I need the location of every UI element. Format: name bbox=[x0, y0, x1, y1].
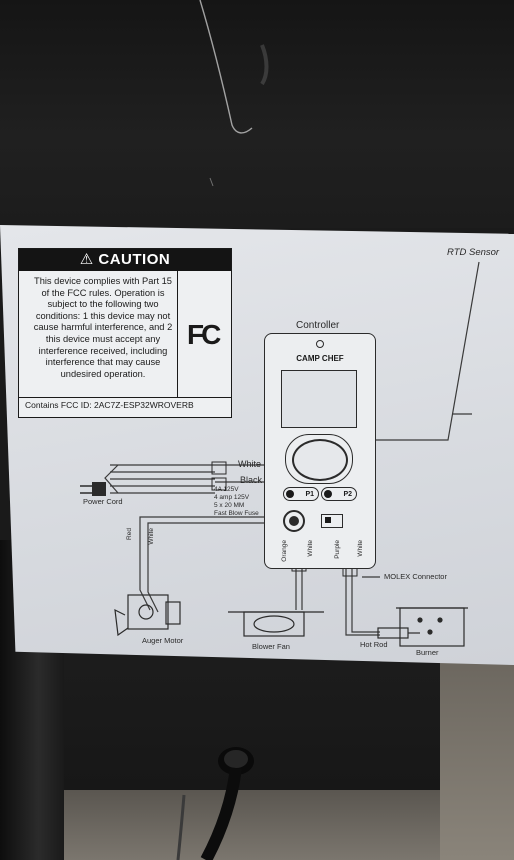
burner-icon bbox=[396, 607, 468, 647]
blower-fan-label: Blower Fan bbox=[252, 642, 290, 651]
caution-rule bbox=[19, 397, 231, 398]
caution-header: ⚠ CAUTION bbox=[19, 249, 231, 271]
fuse-spec: 4A 125V 4 amp 125V 5 x 20 MM Fast Blow F… bbox=[214, 486, 259, 517]
rtd-probe-wire bbox=[370, 261, 480, 441]
probe-port-2: P2 bbox=[321, 487, 357, 501]
fuse-holder bbox=[283, 510, 305, 532]
hot-rod-icon bbox=[377, 627, 420, 639]
controller-led bbox=[316, 340, 324, 348]
caution-heading: CAUTION bbox=[98, 251, 171, 268]
power-cord-bundle bbox=[110, 464, 215, 494]
controller-screen bbox=[281, 370, 357, 428]
controller-title: Controller bbox=[296, 320, 340, 331]
power-cord-photo bbox=[176, 747, 254, 860]
white-wire-label: White bbox=[238, 459, 262, 469]
power-cord-end bbox=[104, 464, 119, 494]
purple-wire-label: Purple bbox=[334, 540, 341, 559]
caution-box: ⚠ CAUTION This device complies with Part… bbox=[18, 248, 232, 418]
power-plug-icon bbox=[92, 482, 106, 496]
auger-motor-label: Auger Motor bbox=[142, 636, 184, 645]
molex-label: MOLEX Connector bbox=[384, 572, 447, 581]
warning-triangle-icon: ⚠ bbox=[79, 251, 94, 268]
fcc-compliance-text: This device complies with Part 15 of the… bbox=[33, 276, 173, 379]
auger-motor-icon bbox=[114, 594, 181, 637]
fcc-logo: FC bbox=[187, 319, 221, 350]
blower-fan-icon bbox=[228, 611, 324, 637]
panel-scratch-marks bbox=[199, 0, 269, 187]
orange-wire-label: Orange bbox=[281, 540, 288, 562]
ground-right bbox=[440, 660, 514, 860]
connector-white bbox=[211, 461, 227, 475]
rtd-sensor-label: RTD Sensor bbox=[447, 247, 500, 258]
controller-dial bbox=[292, 439, 348, 481]
probe-port-1: P1 bbox=[283, 487, 319, 501]
power-cord-label: Power Cord bbox=[83, 497, 123, 506]
red-wire-label: Red bbox=[126, 528, 133, 540]
caution-divider bbox=[177, 271, 178, 397]
controller-illustration: CAMP CHEF P1 P2 bbox=[264, 333, 376, 569]
power-wires bbox=[215, 464, 264, 483]
fcc-id: Contains FCC ID: 2AC7Z-ESP32WROVERB bbox=[25, 400, 194, 410]
fan-white-wire-label: White bbox=[307, 540, 314, 557]
auger-wire-red bbox=[139, 516, 264, 611]
brand-logo: CAMP CHEF bbox=[296, 354, 344, 363]
auger-white-wire-label: White bbox=[148, 528, 155, 545]
rod-white-wire-label: White bbox=[357, 540, 364, 557]
dial-ring bbox=[285, 434, 353, 484]
connector-black bbox=[211, 477, 227, 491]
burner-label: Burner bbox=[416, 648, 439, 657]
hot-rod-label: Hot Rod bbox=[360, 640, 388, 649]
ground bbox=[0, 790, 514, 860]
black-wire-label: Black bbox=[240, 475, 263, 485]
grill-upper-panel bbox=[0, 0, 514, 228]
power-switch-icon bbox=[321, 514, 343, 528]
